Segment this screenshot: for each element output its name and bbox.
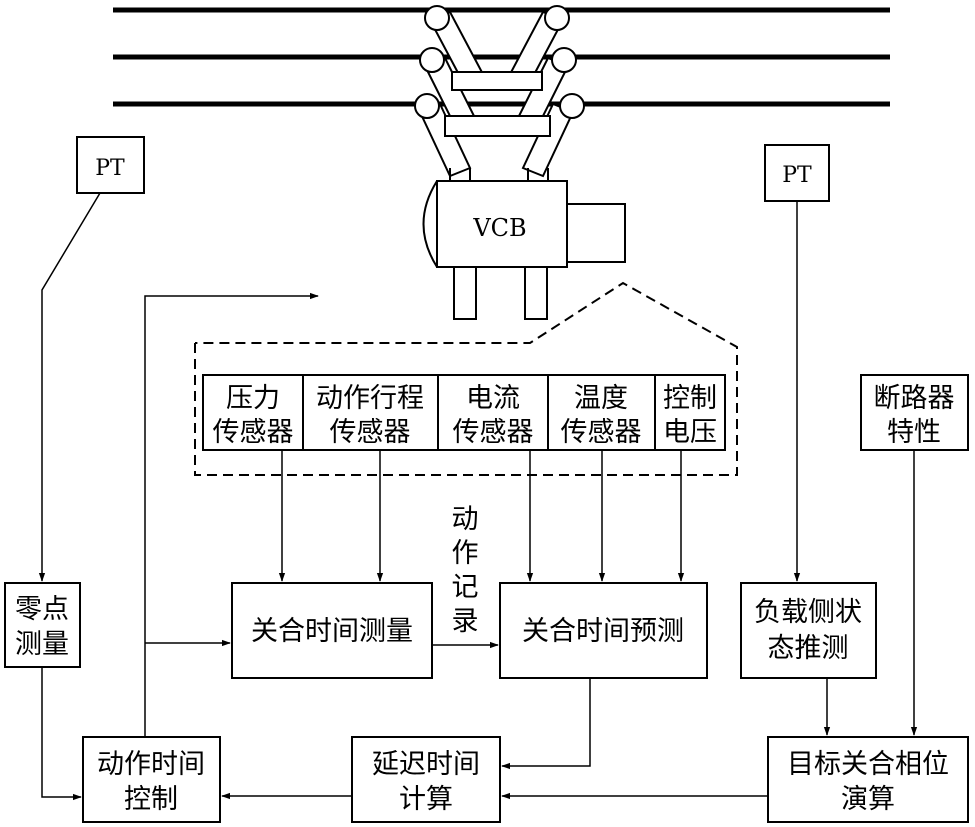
bus-bars — [113, 7, 890, 107]
sensor-control-voltage-line2: 电压 — [663, 417, 717, 448]
zero-measure-box — [4, 582, 81, 668]
pt-right-box — [764, 144, 830, 202]
action-record-char4: 录 — [452, 606, 479, 637]
delay-calc-line1: 延迟时间 — [372, 749, 480, 780]
zero-measure-line2: 测量 — [15, 629, 69, 660]
sensor-pressure-line2: 传感器 — [213, 417, 294, 448]
sensor-row — [202, 374, 726, 451]
action-record-char1: 动 — [452, 504, 479, 535]
connectors — [38, 192, 918, 801]
sensor-current-line1: 电流 — [466, 383, 520, 414]
close-time-measure-label: 关合时间测量 — [251, 616, 413, 647]
pt-left-box — [76, 136, 145, 194]
load-side-line2: 态推测 — [768, 633, 849, 664]
action-time-ctrl-line2: 控制 — [124, 784, 178, 815]
sensor-stroke-line1: 动作行程 — [316, 383, 424, 414]
sensor-control-voltage-line1: 控制 — [663, 383, 717, 414]
target-phase-box — [767, 736, 969, 823]
sensor-pressure-line1: 压力 — [226, 383, 280, 414]
action-record-char3: 记 — [452, 572, 479, 603]
close-time-predict-box — [499, 582, 708, 679]
breaker-char-line1: 断路器 — [874, 383, 955, 414]
sensor-temperature-line1: 温度 — [574, 383, 628, 414]
delay-calc-box — [351, 736, 501, 823]
vcb-label: VCB — [472, 214, 526, 242]
sensor-enclosure — [194, 281, 738, 476]
breaker-char-line2: 特性 — [887, 417, 941, 448]
target-phase-line2: 演算 — [841, 784, 895, 815]
close-time-measure-box — [231, 582, 433, 679]
load-side-line1: 负载侧状 — [754, 597, 862, 628]
close-time-predict-label: 关合时间预测 — [522, 616, 684, 647]
load-side-box — [740, 582, 877, 679]
target-phase-line1: 目标关合相位 — [787, 749, 949, 780]
disconnector-arms — [414, 5, 585, 178]
sensor-current-line2: 传感器 — [453, 417, 534, 448]
action-time-ctrl-box — [82, 736, 221, 823]
breaker-char-box — [860, 374, 969, 451]
sensor-stroke-line2: 传感器 — [330, 417, 411, 448]
action-record-char2: 作 — [452, 538, 479, 569]
pt-left-label: PT — [95, 156, 125, 181]
action-time-ctrl-line1: 动作时间 — [97, 749, 205, 780]
delay-calc-line2: 计算 — [399, 784, 453, 815]
vcb-body — [422, 168, 626, 320]
pt-right-label: PT — [782, 163, 812, 188]
zero-measure-line1: 零点 — [15, 594, 69, 625]
sensor-temperature-line2: 传感器 — [561, 417, 642, 448]
